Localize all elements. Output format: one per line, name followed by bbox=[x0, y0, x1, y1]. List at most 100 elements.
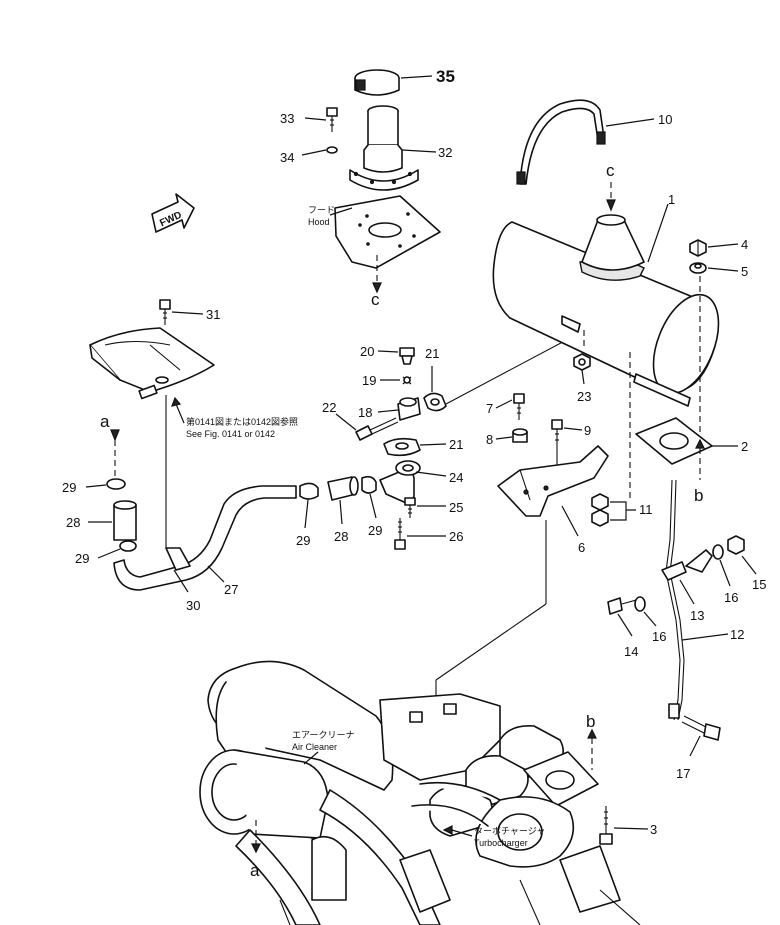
part-number-10: 10 bbox=[658, 112, 672, 127]
part-number-18: 18 bbox=[358, 405, 372, 420]
bracket-6 bbox=[497, 445, 609, 517]
nut-11-lower bbox=[591, 509, 609, 527]
part-number-4: 4 bbox=[741, 237, 748, 252]
washer-19 bbox=[402, 376, 412, 385]
bracket-16-upper bbox=[685, 544, 724, 573]
part-number-2: 2 bbox=[741, 439, 748, 454]
washer-8 bbox=[512, 428, 528, 443]
connection-letter-b-lower: b bbox=[586, 712, 595, 731]
part-number-29-left-lower: 29 bbox=[75, 551, 89, 566]
clamp-30 bbox=[165, 547, 191, 571]
hood-label-en: Hood bbox=[308, 217, 330, 227]
bolt-14 bbox=[607, 597, 637, 615]
bolt-33 bbox=[326, 107, 338, 132]
part-number-17: 17 bbox=[676, 766, 690, 781]
part-number-24: 24 bbox=[449, 470, 463, 485]
bolt-25 bbox=[404, 497, 416, 518]
clamp-29-mid-left bbox=[299, 482, 319, 500]
clip-13 bbox=[661, 561, 687, 581]
gasket-21-lower bbox=[383, 437, 421, 457]
connection-letter-c-lower: c bbox=[371, 290, 380, 309]
hood-plate bbox=[334, 195, 441, 269]
connection-letter-b-upper: b bbox=[694, 486, 703, 505]
clamp-29-upper bbox=[106, 478, 126, 490]
turbocharger-label-en: Turbocharger bbox=[474, 838, 528, 848]
part-number-28-mid: 28 bbox=[334, 529, 348, 544]
nut-11-upper bbox=[591, 493, 609, 511]
bolt-7 bbox=[513, 393, 525, 420]
bolt-17 bbox=[681, 715, 721, 741]
part-number-28-left: 28 bbox=[66, 515, 80, 530]
muffler-1 bbox=[492, 214, 720, 407]
part-number-30: 30 bbox=[186, 598, 200, 613]
part-number-14: 14 bbox=[624, 644, 638, 659]
reference-label-jp: 第0141図または0142図参照 bbox=[186, 416, 298, 427]
clamp-29-mid-right bbox=[361, 475, 377, 494]
exhaust-tube-27 bbox=[113, 485, 297, 591]
nut-15 bbox=[727, 535, 745, 555]
part-number-12: 12 bbox=[730, 627, 744, 642]
fwd-arrow-icon: FWD bbox=[151, 193, 195, 233]
part-number-35: 35 bbox=[436, 67, 455, 86]
washer-16-lower bbox=[634, 596, 646, 612]
bolt-31 bbox=[159, 299, 171, 325]
connection-letter-a-upper: a bbox=[100, 412, 110, 431]
elbow-24 bbox=[379, 460, 421, 504]
part-number-3: 3 bbox=[650, 822, 657, 837]
part-number-34: 34 bbox=[280, 150, 294, 165]
part-number-7: 7 bbox=[486, 401, 493, 416]
part-number-27: 27 bbox=[224, 582, 238, 597]
part-number-22: 22 bbox=[322, 400, 336, 415]
part-number-1: 1 bbox=[668, 192, 675, 207]
part-number-21-upper: 21 bbox=[425, 346, 439, 361]
part-number-29-mid-right: 29 bbox=[368, 523, 382, 538]
bolt-26 bbox=[394, 518, 406, 550]
part-number-23: 23 bbox=[577, 389, 591, 404]
reference-label-en: See Fig. 0141 or 0142 bbox=[186, 429, 275, 439]
part-number-21-lower: 21 bbox=[449, 437, 463, 452]
part-number-9: 9 bbox=[584, 423, 591, 438]
clamp-29-lower bbox=[119, 540, 137, 552]
part-number-16-upper: 16 bbox=[724, 590, 738, 605]
part-number-6: 6 bbox=[578, 540, 585, 555]
part-number-26: 26 bbox=[449, 529, 463, 544]
part-number-29-left-upper: 29 bbox=[62, 480, 76, 495]
part-number-33: 33 bbox=[280, 111, 294, 126]
nut-4 bbox=[689, 239, 707, 257]
tee-fitting-18 bbox=[397, 397, 421, 421]
air-cleaner-label-jp: エアークリーナ bbox=[292, 730, 354, 740]
turbocharger-label-jp: ターボチャージャ bbox=[474, 826, 545, 836]
plug-20 bbox=[399, 347, 415, 365]
exhaust-pipe bbox=[349, 105, 419, 191]
part-number-16-lower: 16 bbox=[652, 629, 666, 644]
hose-28-left bbox=[113, 500, 137, 541]
engine-assembly bbox=[199, 660, 641, 925]
bolt-22 bbox=[355, 417, 399, 441]
part-number-19: 19 bbox=[362, 373, 376, 388]
hood-label-jp: フード bbox=[308, 205, 335, 215]
part-number-32: 32 bbox=[438, 145, 452, 160]
part-number-8: 8 bbox=[486, 432, 493, 447]
part-number-13: 13 bbox=[690, 608, 704, 623]
sensor-pipe-12 bbox=[665, 479, 685, 721]
part-number-5: 5 bbox=[741, 264, 748, 279]
part-number-11: 11 bbox=[639, 502, 653, 517]
nut-23 bbox=[573, 353, 591, 371]
band-10 bbox=[516, 99, 606, 185]
part-number-20: 20 bbox=[360, 344, 374, 359]
bolt-9 bbox=[551, 419, 563, 470]
part-number-15: 15 bbox=[752, 577, 766, 592]
connection-letter-a-lower: a bbox=[250, 861, 260, 880]
part-number-31: 31 bbox=[206, 307, 220, 322]
connection-letter-c-upper: c bbox=[606, 161, 615, 180]
heat-shield bbox=[89, 327, 215, 400]
gasket-21-upper bbox=[423, 392, 447, 412]
hose-28-mid bbox=[327, 476, 359, 501]
part-number-25: 25 bbox=[449, 500, 463, 515]
rain-cap bbox=[354, 69, 400, 96]
washer-34 bbox=[326, 146, 338, 154]
bolt-3 bbox=[599, 806, 613, 845]
part-number-29-mid-left: 29 bbox=[296, 533, 310, 548]
washer-5 bbox=[689, 262, 707, 274]
